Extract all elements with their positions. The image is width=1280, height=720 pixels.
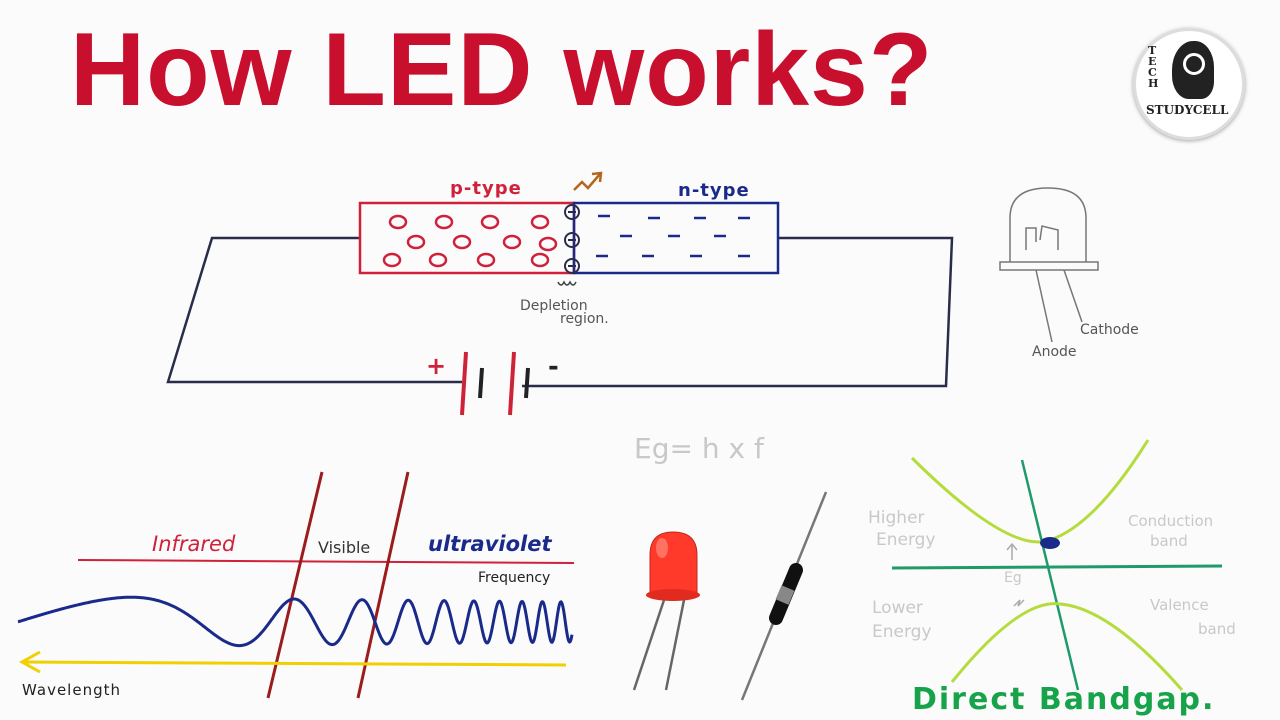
battery-icon — [460, 351, 530, 416]
ultraviolet-label: ultraviolet — [428, 532, 552, 556]
frequency-label: Frequency — [478, 570, 551, 586]
depletion-label: Depletion — [520, 298, 588, 314]
logo-top-text: TECH — [1148, 44, 1159, 90]
higher-energy-label-2: Energy — [876, 530, 936, 550]
direct-bandgap-caption: Direct Bandgap. — [912, 682, 1216, 717]
spectrum-diagram — [17, 471, 575, 699]
conduction-band-label: Conduction — [1128, 512, 1214, 530]
lower-energy-label-2: Energy — [872, 622, 932, 642]
eg-label: Eg — [1004, 570, 1022, 586]
n-type-label: n-type — [678, 180, 750, 201]
cathode-label: Cathode — [1080, 322, 1139, 338]
photon-arrow-icon — [573, 171, 603, 191]
holes — [382, 214, 558, 268]
depletion-label-2: region. — [560, 311, 609, 327]
energy-formula: Eg= h x f — [634, 432, 764, 465]
wave-path — [17, 595, 574, 648]
anode-label: Anode — [1032, 344, 1077, 360]
battery-plus: + — [426, 352, 447, 380]
n-region — [572, 201, 780, 275]
led-sketch — [999, 187, 1099, 343]
p-type-label: p-type — [450, 178, 522, 199]
conduction-band-label-2: band — [1150, 532, 1188, 550]
logo-gear-icon — [1183, 53, 1205, 75]
visible-label: Visible — [318, 538, 371, 557]
junction-electrons — [564, 204, 580, 274]
circuit-wire — [166, 236, 954, 388]
logo-bottom-text: STUDYCELL — [1146, 103, 1229, 117]
studycell-logo: TECH STUDYCELL — [1133, 28, 1245, 140]
battery-minus: - — [548, 352, 559, 382]
wavelength-label: Wavelength — [22, 681, 121, 699]
red-led-icon — [632, 531, 700, 691]
page-title: How LED works? — [70, 12, 934, 128]
lower-energy-label: Lower — [872, 598, 923, 618]
infrared-label: Infrared — [152, 532, 236, 556]
valence-band-label-2: band — [1198, 620, 1236, 638]
higher-energy-label: Higher — [868, 508, 925, 528]
electrons — [596, 214, 750, 258]
valence-band-label: Valence — [1150, 596, 1209, 614]
bandgap-diagram — [891, 439, 1223, 691]
diode-icon — [740, 491, 828, 701]
depletion-brace — [557, 280, 577, 286]
